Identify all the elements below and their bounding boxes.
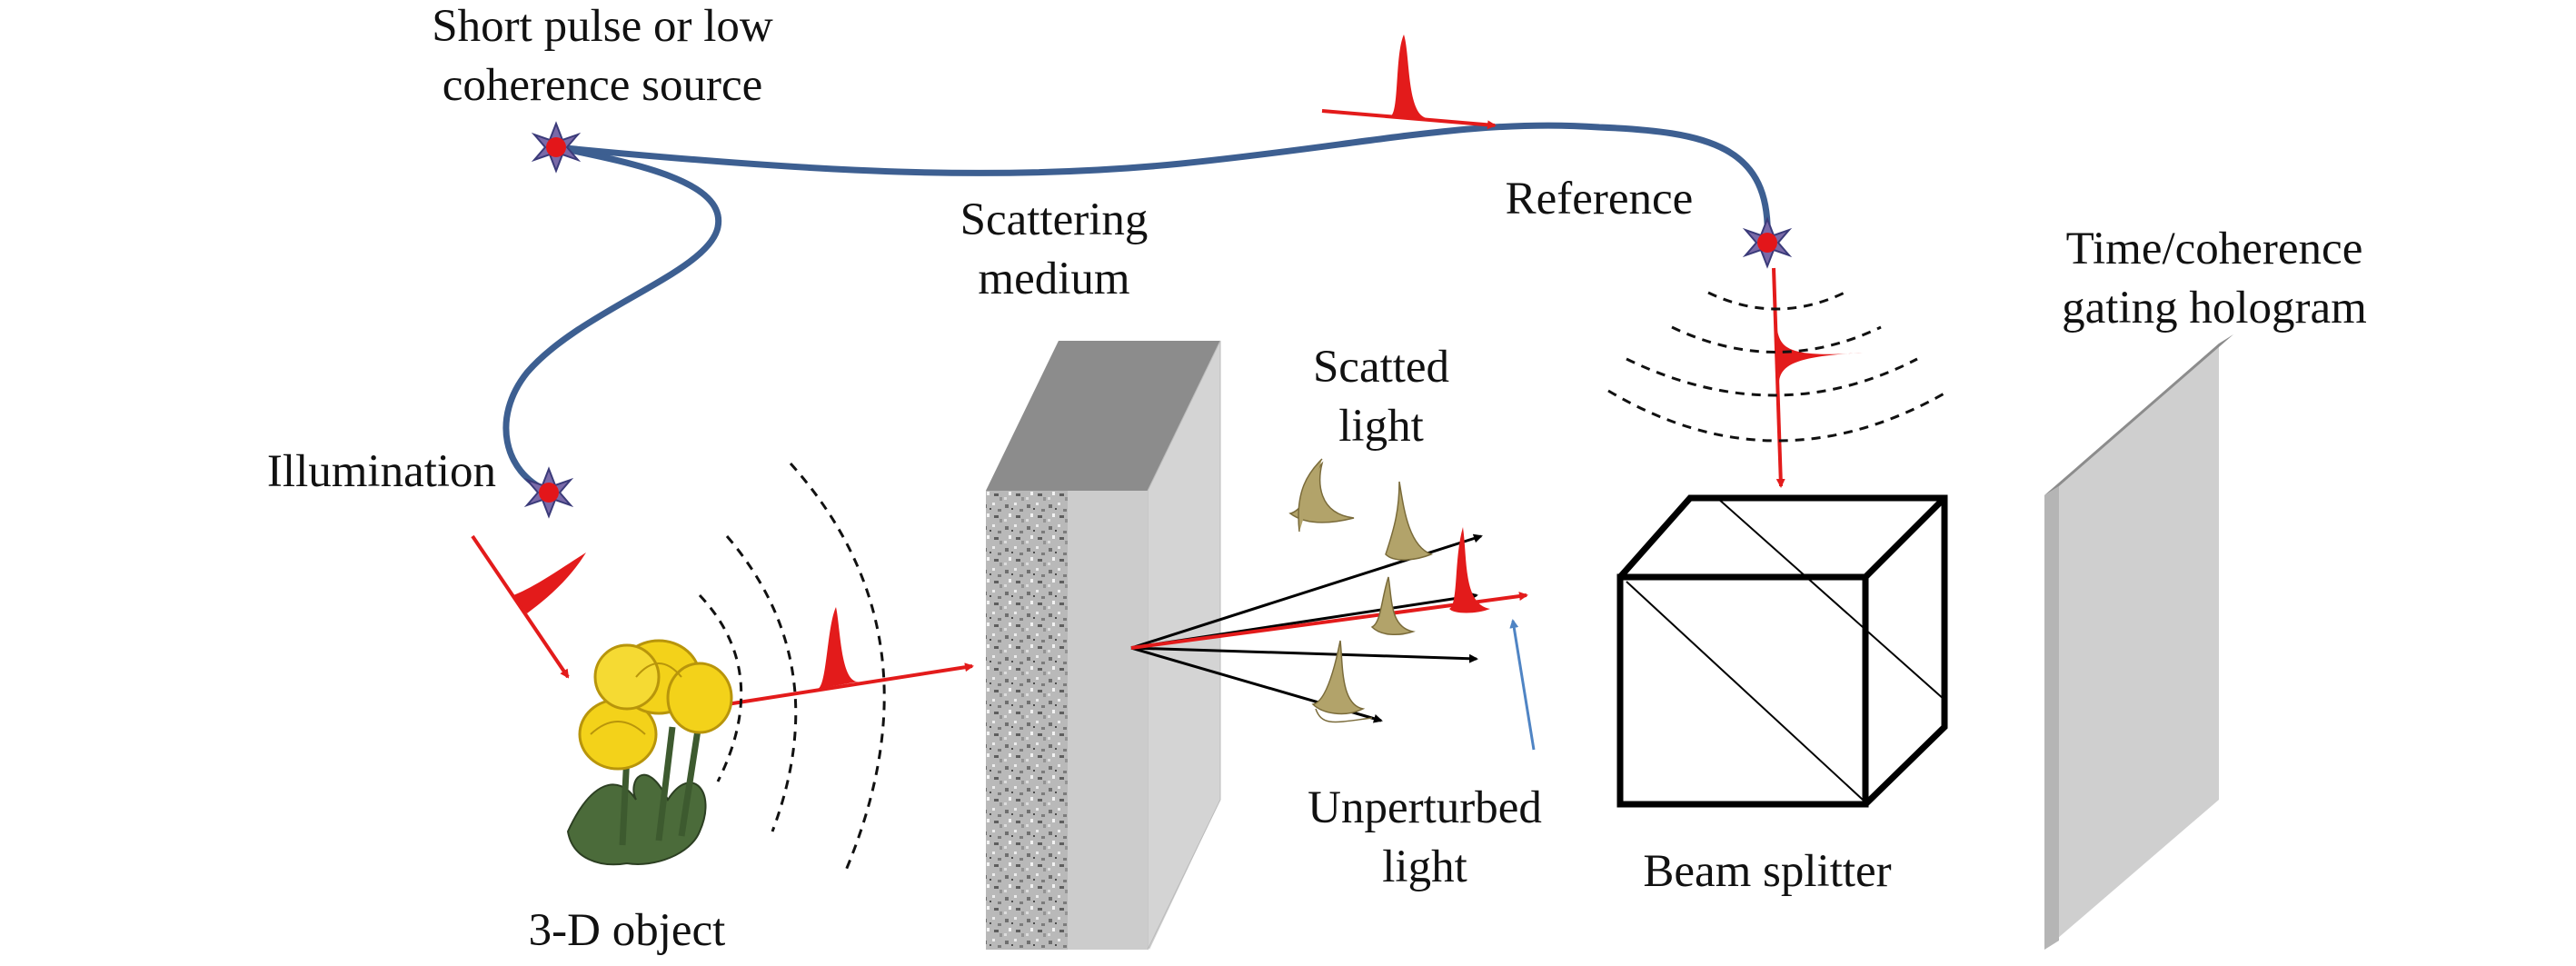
object-beam [726, 607, 974, 706]
unperturbed-pointer-arrow [1509, 619, 1536, 751]
illumination-star-icon [523, 466, 574, 519]
unperturbed-label-line1: Unperturbed [1308, 782, 1542, 833]
scattering-label-line2: medium [978, 254, 1129, 304]
illumination-pulse-icon [471, 534, 586, 679]
scattered-pulse-icons [1288, 458, 1434, 723]
unperturbed-label-line2: light [1382, 842, 1467, 892]
hologram-label-line1: Time/coherence [2066, 224, 2363, 274]
scattered-label-line1: Scatted [1313, 342, 1449, 393]
unperturbed-pulse-icon [1449, 527, 1490, 613]
object-wavefronts [698, 463, 886, 873]
illumination-label: Illumination [267, 446, 496, 497]
source-star-icon [531, 121, 582, 174]
scattered-label-line2: light [1338, 401, 1424, 452]
reference-star-icon [1742, 216, 1793, 269]
object-label: 3-D object [529, 905, 726, 956]
scattering-label-line1: Scattering [960, 194, 1149, 245]
reference-fiber [552, 122, 1771, 244]
reference-wavefronts [1607, 291, 1950, 443]
fiber-cable [502, 144, 722, 494]
tulip-object-icon [566, 639, 733, 866]
beam-splitter-label: Beam splitter [1643, 846, 1891, 897]
beam-splitter-cube [1616, 494, 1948, 808]
reference-beam [1772, 267, 1863, 488]
reference-pulse-icon [1321, 35, 1497, 130]
scattering-medium [986, 340, 1221, 951]
reference-label: Reference [1506, 174, 1694, 224]
hologram-plate [2044, 334, 2233, 950]
source-label-line2: coherence source [443, 60, 763, 111]
hologram-label-line2: gating hologram [2062, 283, 2367, 334]
source-label-line1: Short pulse or low [432, 1, 773, 52]
